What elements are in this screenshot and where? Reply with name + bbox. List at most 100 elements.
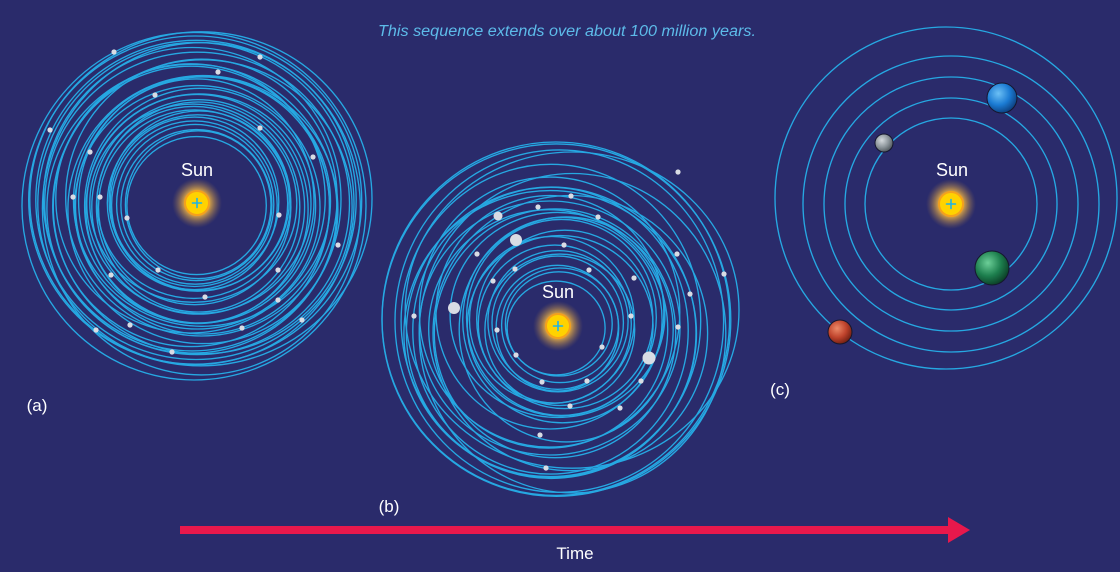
orbit [506, 280, 606, 376]
planetesimal [215, 69, 221, 75]
planetesimal [493, 211, 503, 221]
planetesimal [276, 212, 282, 218]
planetesimal [257, 125, 263, 131]
planetesimal [638, 378, 644, 384]
time-arrow [180, 517, 970, 543]
planetesimal [599, 344, 605, 350]
panel-label-a: (a) [27, 396, 48, 415]
planetesimal [537, 432, 543, 438]
planetesimal [510, 234, 522, 246]
orbit [381, 141, 731, 497]
time-label: Time [556, 544, 593, 563]
sun-label: Sun [181, 160, 213, 180]
planetesimal [595, 214, 601, 220]
orbit [120, 128, 273, 282]
orbit [844, 97, 1058, 311]
orbit [95, 101, 301, 313]
orbit [97, 109, 292, 306]
planetesimal [490, 278, 496, 284]
orbit-group [774, 26, 1118, 370]
planet-blue [986, 82, 1018, 114]
orbit [449, 211, 666, 419]
planetesimal [474, 251, 480, 257]
planetesimal [127, 322, 133, 328]
sun-cross [191, 197, 203, 209]
planetesimal [642, 351, 656, 365]
sun [926, 179, 976, 229]
planetesimal [628, 313, 634, 319]
planetesimal-group [47, 49, 341, 355]
orbit [465, 218, 657, 417]
orbit [73, 84, 321, 330]
orbit [35, 39, 357, 361]
planetesimal [47, 127, 53, 133]
orbit [823, 76, 1079, 332]
planetesimal [586, 267, 592, 273]
time-arrow-head [948, 517, 970, 543]
planetesimal [70, 194, 76, 200]
caption: This sequence extends over about 100 mil… [378, 23, 756, 40]
panel-b: Sun (b) [379, 141, 740, 516]
planetesimal [275, 297, 281, 303]
orbit [124, 130, 272, 280]
orbit [21, 31, 367, 381]
planetesimal [169, 349, 175, 355]
planetesimal [535, 204, 541, 210]
orbit [44, 51, 351, 356]
planet-red [827, 319, 853, 345]
planet-green [974, 250, 1010, 286]
sun-label: Sun [542, 282, 574, 302]
orbit [109, 116, 280, 288]
orbit [433, 208, 677, 459]
orbit [458, 216, 674, 443]
planetesimal [275, 267, 281, 273]
orbit [106, 114, 289, 292]
planetesimal-group [411, 169, 727, 471]
orbit [77, 78, 315, 324]
orbit [491, 255, 625, 390]
orbit [802, 55, 1100, 353]
sun [533, 301, 583, 351]
planetesimal [299, 317, 305, 323]
orbit [404, 151, 740, 469]
planetesimal [335, 242, 341, 248]
planetesimal [631, 275, 637, 281]
sun-cross [552, 320, 564, 332]
planetesimal [539, 379, 545, 385]
orbit [504, 271, 613, 377]
planetesimal [111, 49, 117, 55]
planetesimal [152, 92, 158, 98]
planetesimal [448, 302, 460, 314]
orbit-group [21, 31, 373, 381]
planetesimal [687, 291, 693, 297]
planetesimal [567, 403, 573, 409]
orbit [487, 249, 629, 393]
planetesimal [543, 465, 549, 471]
sun-cross [945, 198, 957, 210]
panel-label-c: (c) [770, 380, 790, 399]
orbit [52, 59, 353, 355]
orbit-group [381, 141, 740, 497]
orbit [42, 46, 342, 352]
planetesimal [155, 267, 161, 273]
planetesimal [721, 271, 727, 277]
sun-label: Sun [936, 160, 968, 180]
sun [172, 178, 222, 228]
orbit [89, 103, 298, 303]
planetesimal [97, 194, 103, 200]
planet-gray [874, 133, 894, 153]
planetesimal [257, 54, 263, 60]
planetesimal [674, 251, 680, 257]
panel-label-b: (b) [379, 497, 400, 516]
planetesimal [584, 378, 590, 384]
planetesimal [202, 294, 208, 300]
planetesimal [87, 149, 93, 155]
planetesimal [513, 352, 519, 358]
panel-a: Sun (a) [21, 31, 373, 415]
orbit [864, 117, 1038, 291]
planetesimal [675, 324, 681, 330]
orbit [394, 149, 725, 493]
orbit [115, 123, 275, 285]
orbit [400, 163, 702, 479]
